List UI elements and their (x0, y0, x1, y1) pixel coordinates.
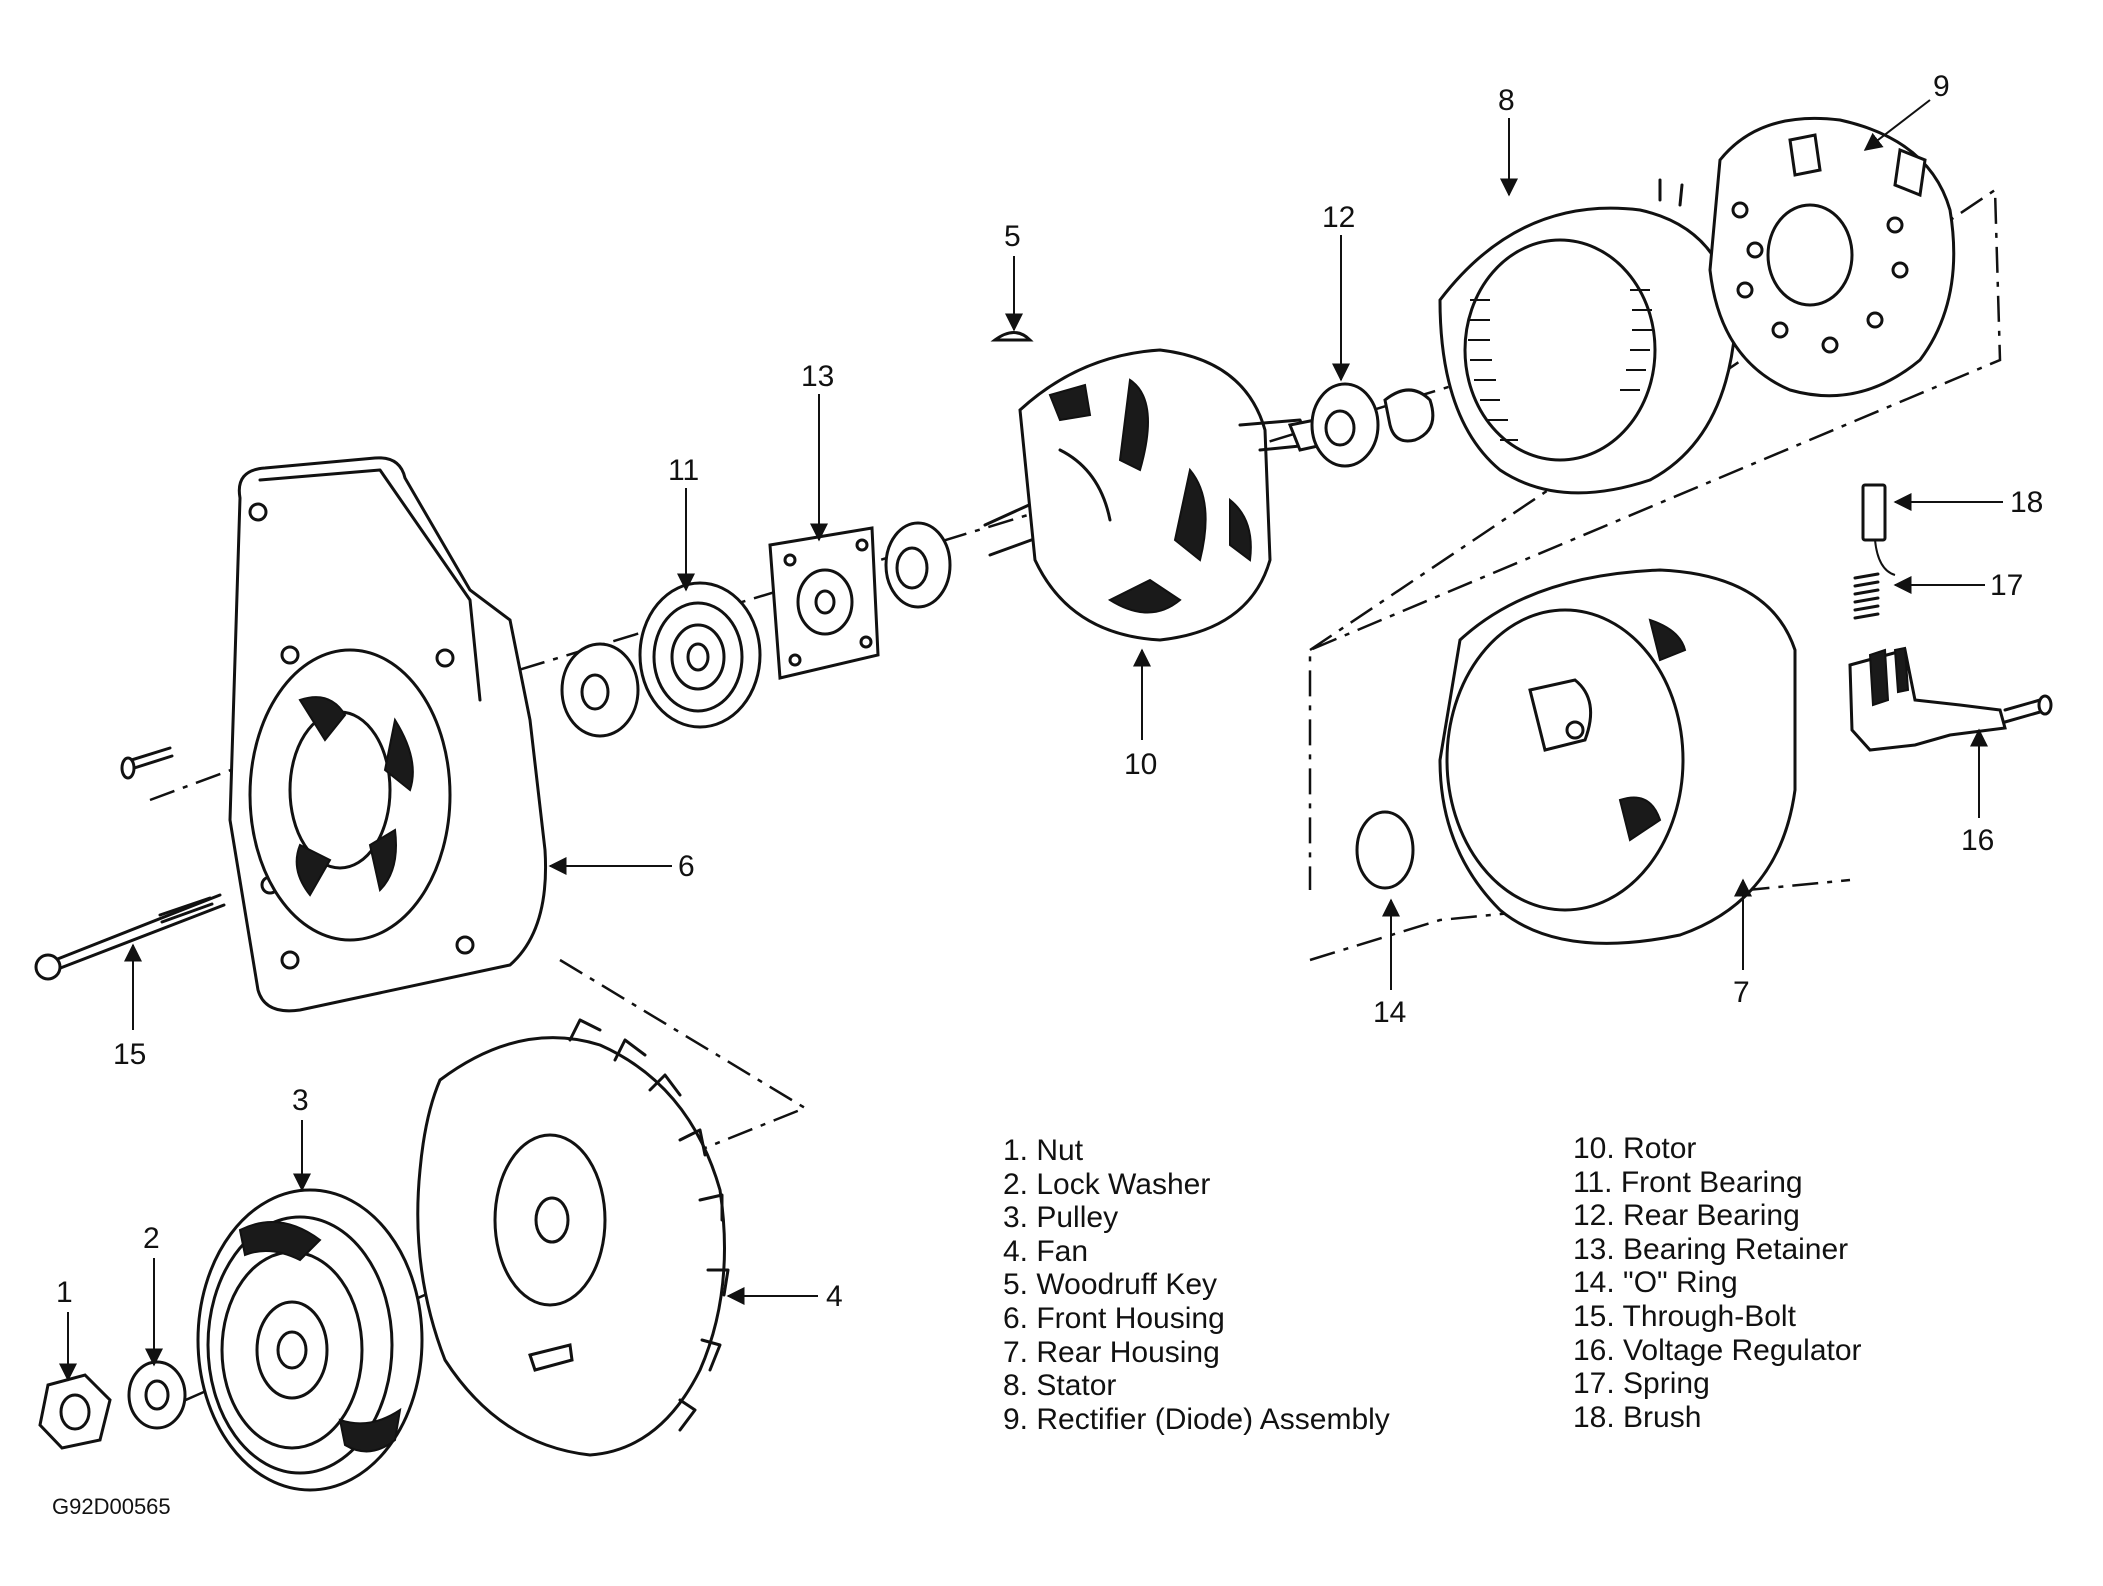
callout-arrows (59, 99, 2003, 1382)
callout-5: 5 (1004, 220, 1021, 253)
legend-item: 17. Spring (1573, 1367, 1710, 1401)
through-bolt (34, 746, 226, 981)
callout-3: 3 (292, 1084, 309, 1117)
rear-housing (1438, 568, 1797, 945)
rectifier-assembly (1708, 116, 1956, 398)
callout-2: 2 (143, 1222, 160, 1255)
legend-item: 11. Front Bearing (1573, 1165, 1803, 1199)
shaft-collar (884, 521, 952, 609)
callout-10: 10 (1124, 748, 1157, 781)
fan (416, 1018, 730, 1457)
bearing-retainer (768, 526, 880, 680)
callout-18: 18 (2010, 486, 2043, 519)
callout-13: 13 (801, 360, 834, 393)
legend-item: 3. Pulley (1003, 1201, 1119, 1235)
pulley (196, 1188, 424, 1492)
callout-4: 4 (826, 1280, 843, 1313)
parts-legend-right: 10. Rotor 11. Front Bearing 12. Rear Bea… (1573, 1132, 1862, 1434)
legend-item: 12. Rear Bearing (1573, 1199, 1800, 1233)
callout-14: 14 (1373, 996, 1406, 1029)
legend-item: 1. Nut (1003, 1134, 1084, 1167)
brush (1861, 483, 1896, 576)
rotor (983, 348, 1347, 642)
legend-item: 6. Front Housing (1003, 1301, 1225, 1335)
callout-1: 1 (56, 1276, 73, 1309)
legend-item: 2. Lock Washer (1003, 1167, 1211, 1201)
o-ring (1355, 810, 1415, 890)
legend-item: 5. Woodruff Key (1003, 1268, 1218, 1302)
callout-16: 16 (1961, 824, 1994, 857)
callout-numbers: 1 2 3 4 5 6 7 8 9 10 11 12 13 14 15 16 1… (56, 70, 2043, 1313)
legend-item: 15. Through-Bolt (1573, 1299, 1796, 1333)
legend-item: 7. Rear Housing (1003, 1335, 1220, 1369)
callout-15: 15 (113, 1038, 146, 1071)
nut (38, 1373, 112, 1450)
spacer-washer (560, 642, 640, 738)
legend-item: 10. Rotor (1573, 1132, 1697, 1165)
legend-item: 4. Fan (1003, 1234, 1089, 1268)
callout-6: 6 (678, 850, 695, 883)
front-bearing (638, 581, 762, 729)
callout-7: 7 (1733, 976, 1750, 1009)
legend-item: 8. Stator (1003, 1369, 1117, 1403)
figure-code: G92D00565 (52, 1494, 171, 1519)
callout-11: 11 (668, 454, 699, 487)
callout-9: 9 (1933, 70, 1950, 103)
spring (1853, 572, 1880, 620)
legend-item: 9. Rectifier (Diode) Assembly (1003, 1402, 1390, 1436)
voltage-regulator (1848, 646, 2053, 752)
lock-washer (127, 1360, 187, 1430)
legend-item: 16. Voltage Regulator (1573, 1333, 1862, 1367)
callout-8: 8 (1498, 84, 1515, 117)
parts-legend-left: 1. Nut 2. Lock Washer 3. Pulley 4. Fan 5… (1003, 1134, 1390, 1436)
woodruff-key (990, 331, 1034, 342)
legend-item: 13. Bearing Retainer (1573, 1232, 1849, 1266)
rear-bearing (1310, 382, 1435, 468)
stator (1438, 178, 1737, 495)
arrow-9 (1863, 99, 1931, 151)
callout-12: 12 (1322, 201, 1355, 234)
legend-item: 14. "O" Ring (1573, 1266, 1738, 1300)
callout-17: 17 (1990, 569, 2023, 602)
front-housing (228, 456, 548, 1013)
legend-item: 18. Brush (1573, 1400, 1702, 1434)
